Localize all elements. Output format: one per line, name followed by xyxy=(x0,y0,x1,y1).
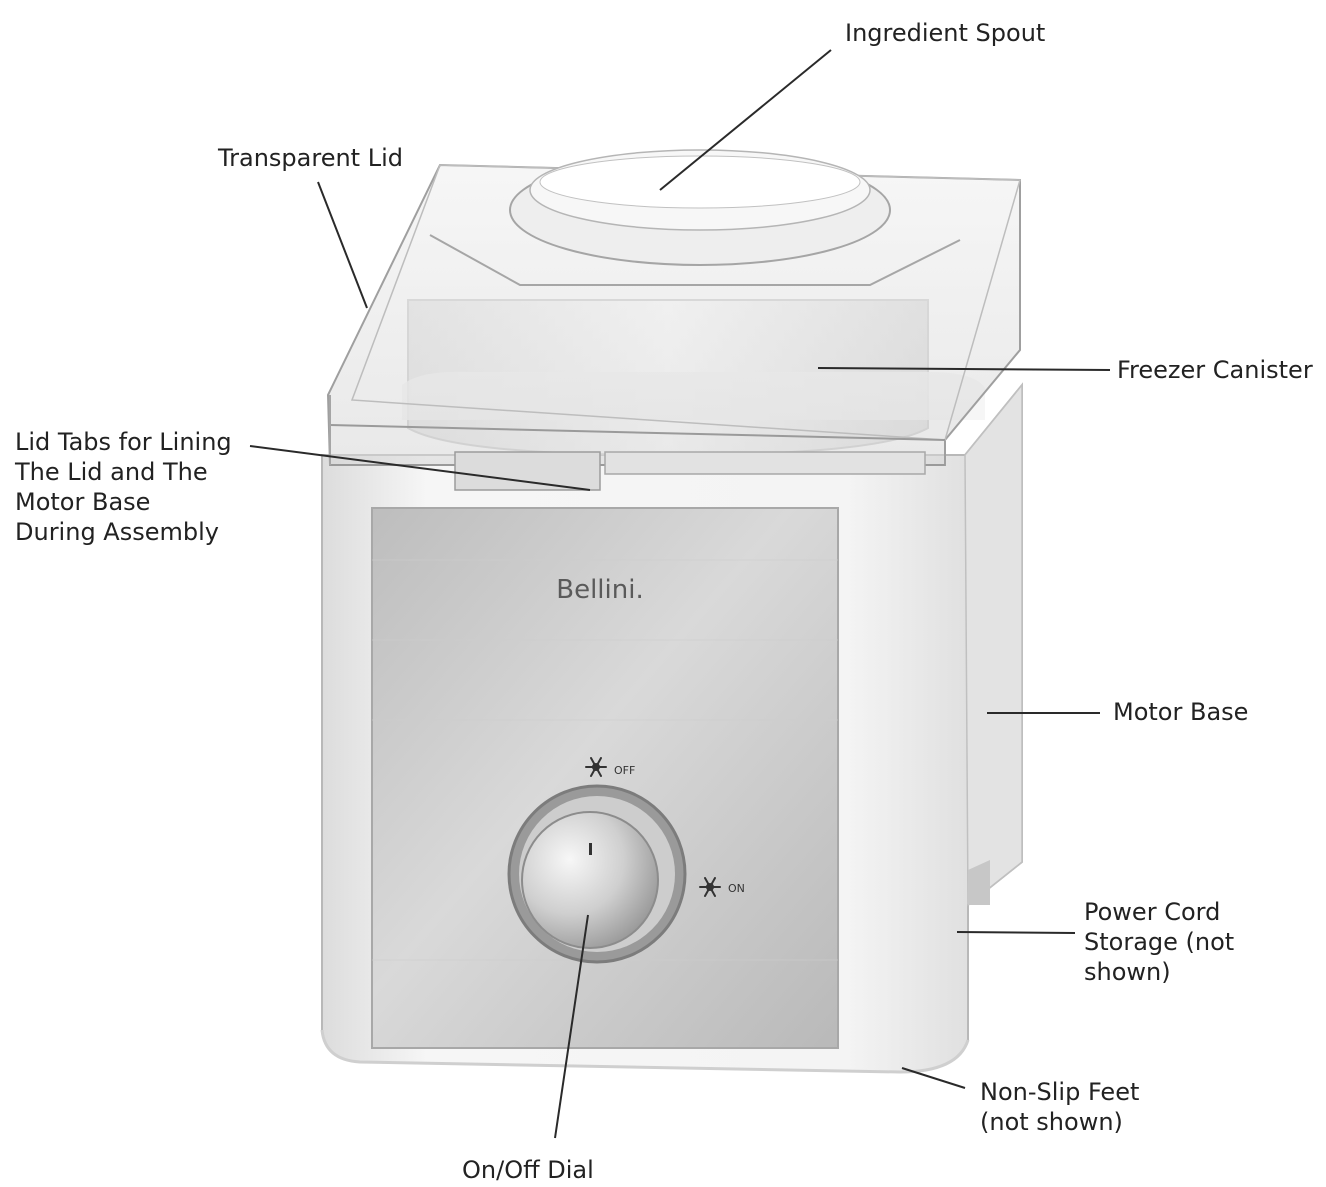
brand-logo: Bellini. xyxy=(556,575,643,605)
leader-lid-tabs xyxy=(249,445,591,491)
snowflake-icon xyxy=(699,877,721,897)
snowflake-icon xyxy=(585,757,607,777)
leader-non-slip-feet xyxy=(901,1067,966,1089)
callout-leaders xyxy=(249,49,1111,1139)
leader-ingredient-spout xyxy=(659,49,832,191)
callout-non-slip-feet: Non-Slip Feet (not shown) xyxy=(980,1078,1140,1136)
leader-transparent-lid xyxy=(317,181,368,309)
leader-power-cord xyxy=(956,931,1076,934)
on-off-dial[interactable] xyxy=(507,784,687,964)
lid-tab xyxy=(454,451,601,491)
callout-ingredient-spout: Ingredient Spout xyxy=(845,19,1046,47)
callout-on-off-dial: On/Off Dial xyxy=(462,1156,594,1184)
ingredient-spout xyxy=(429,149,961,286)
leader-freezer-canister xyxy=(817,367,1111,371)
callout-freezer-canister: Freezer Canister xyxy=(1117,356,1313,384)
callout-motor-base: Motor Base xyxy=(1113,698,1249,726)
lid-tab xyxy=(604,451,926,475)
dial-on-label: ON xyxy=(728,882,745,895)
callout-power-cord-storage: Power Cord Storage (not shown) xyxy=(1084,898,1235,986)
leader-on-off-dial xyxy=(554,914,589,1139)
callout-lid-tabs: Lid Tabs for Lining The Lid and The Moto… xyxy=(15,428,232,546)
callout-transparent-lid: Transparent Lid xyxy=(218,144,403,172)
dial-off-label: OFF xyxy=(614,764,635,777)
